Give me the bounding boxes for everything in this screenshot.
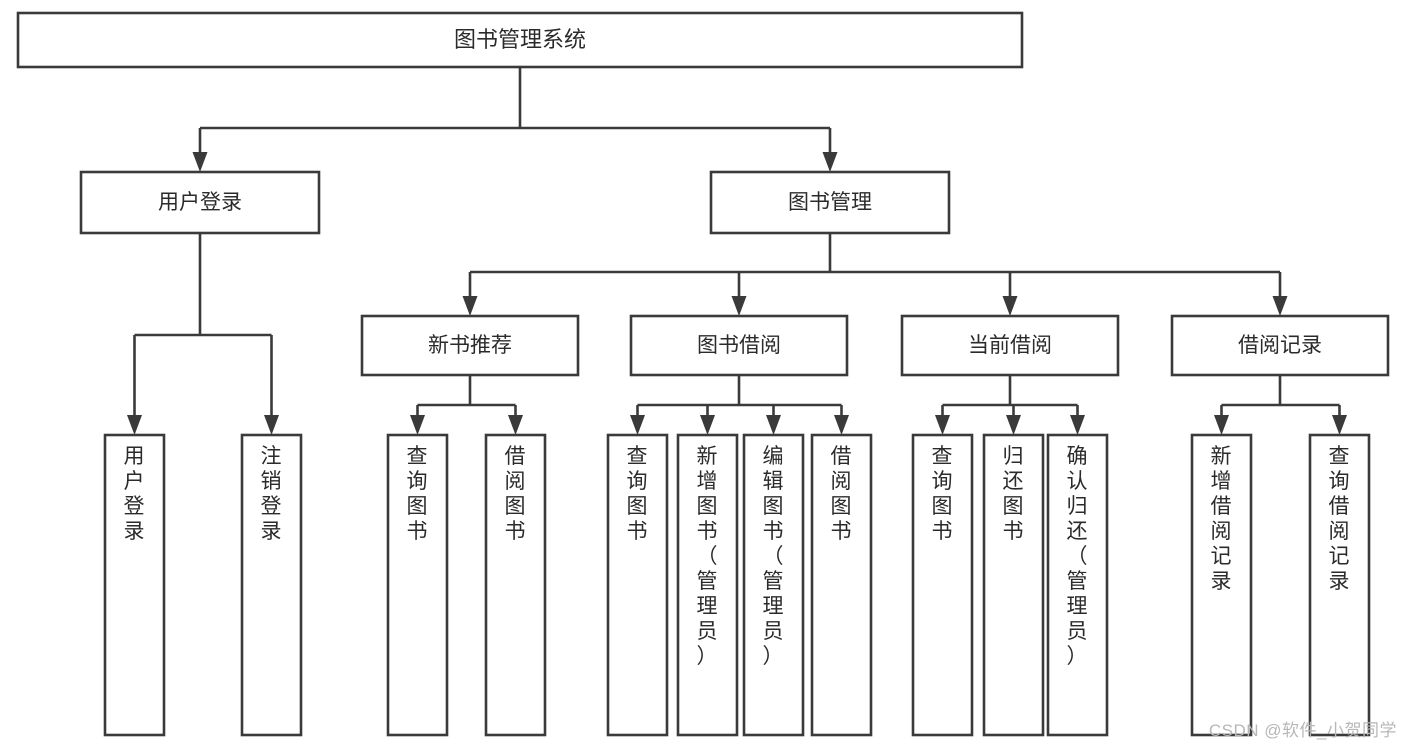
node-root[interactable]: 图书管理系统 bbox=[16, 11, 1024, 69]
node-label: 查询图书 bbox=[407, 445, 429, 543]
connector-group-bus_book_manage bbox=[462, 233, 1288, 316]
node-box[interactable] bbox=[606, 433, 669, 737]
node-label: 编辑图书（管理员） bbox=[763, 445, 785, 668]
node-box[interactable] bbox=[742, 433, 805, 737]
arrow-head-icon bbox=[1002, 296, 1018, 316]
node-label: 借阅图书 bbox=[505, 445, 527, 543]
node-box[interactable] bbox=[103, 433, 166, 737]
node-box[interactable] bbox=[709, 170, 951, 235]
node-label: 新增图书（管理员） bbox=[697, 445, 719, 668]
node-label: 用户登录 bbox=[158, 191, 242, 214]
node-l_b_edit[interactable]: 编辑图书（管理员） bbox=[742, 433, 805, 737]
node-label: 新书推荐 bbox=[428, 334, 512, 357]
node-label: 用户登录 bbox=[124, 445, 146, 543]
arrow-head-icon bbox=[264, 415, 279, 435]
node-label: 当前借阅 bbox=[968, 334, 1052, 357]
arrow-head-icon bbox=[822, 152, 838, 172]
arrow-head-icon bbox=[700, 415, 715, 435]
node-box[interactable] bbox=[16, 11, 1024, 69]
arrow-head-icon bbox=[834, 415, 849, 435]
node-box[interactable] bbox=[982, 433, 1045, 737]
node-label: 归还图书 bbox=[1003, 445, 1025, 543]
nodes-layer: 图书管理系统用户登录图书管理新书推荐图书借阅当前借阅借阅记录用户登录注销登录查询… bbox=[16, 11, 1390, 737]
node-l_c_confirm[interactable]: 确认归还（管理员） bbox=[1046, 433, 1109, 737]
arrow-head-icon bbox=[192, 152, 208, 172]
arrow-head-icon bbox=[508, 415, 523, 435]
node-box[interactable] bbox=[386, 433, 449, 737]
node-n_current[interactable]: 当前借阅 bbox=[900, 314, 1120, 377]
node-l_c_return[interactable]: 归还图书 bbox=[982, 433, 1045, 737]
arrow-head-icon bbox=[127, 415, 142, 435]
node-box[interactable] bbox=[1046, 433, 1109, 737]
node-l_b_query[interactable]: 查询图书 bbox=[606, 433, 669, 737]
connector-group-bus_records bbox=[1214, 375, 1347, 435]
node-label: 新增借阅记录 bbox=[1211, 445, 1233, 593]
node-label: 借阅记录 bbox=[1238, 334, 1322, 357]
node-n_book_manage[interactable]: 图书管理 bbox=[709, 170, 951, 235]
node-box[interactable] bbox=[900, 314, 1120, 377]
node-box[interactable] bbox=[484, 433, 547, 737]
connector-group-bus_current bbox=[935, 375, 1085, 435]
node-box[interactable] bbox=[676, 433, 739, 737]
arrow-head-icon bbox=[935, 415, 950, 435]
arrow-head-icon bbox=[1214, 415, 1229, 435]
arrow-head-icon bbox=[731, 296, 747, 316]
arrow-head-icon bbox=[410, 415, 425, 435]
node-l_r_query[interactable]: 查询借阅记录 bbox=[1308, 433, 1371, 737]
node-box[interactable] bbox=[810, 433, 873, 737]
arrow-head-icon bbox=[630, 415, 645, 435]
node-box[interactable] bbox=[911, 433, 974, 737]
arrow-head-icon bbox=[1006, 415, 1021, 435]
node-box[interactable] bbox=[360, 314, 580, 377]
node-l_logout[interactable]: 注销登录 bbox=[240, 433, 303, 737]
arrow-head-icon bbox=[462, 296, 478, 316]
arrow-head-icon bbox=[1332, 415, 1347, 435]
arrow-head-icon bbox=[1070, 415, 1085, 435]
node-l_nr_query[interactable]: 查询图书 bbox=[386, 433, 449, 737]
node-box[interactable] bbox=[240, 433, 303, 737]
node-label: 确认归还（管理员） bbox=[1067, 445, 1089, 668]
node-box[interactable] bbox=[1308, 433, 1371, 737]
node-l_c_query[interactable]: 查询图书 bbox=[911, 433, 974, 737]
node-label: 借阅图书 bbox=[831, 445, 853, 543]
arrow-head-icon bbox=[766, 415, 781, 435]
connector-group-bus_new_rec bbox=[410, 375, 523, 435]
node-l_nr_borrow[interactable]: 借阅图书 bbox=[484, 433, 547, 737]
node-label: 图书管理 bbox=[788, 191, 872, 214]
arrow-head-icon bbox=[1272, 296, 1288, 316]
node-label: 查询图书 bbox=[932, 445, 954, 543]
node-l_b_add[interactable]: 新增图书（管理员） bbox=[676, 433, 739, 737]
node-n_records[interactable]: 借阅记录 bbox=[1170, 314, 1390, 377]
connector-group-bus_borrow bbox=[630, 375, 849, 435]
connector-group-bus_user_login bbox=[127, 233, 279, 435]
node-box[interactable] bbox=[79, 170, 321, 235]
node-l_b_borrow[interactable]: 借阅图书 bbox=[810, 433, 873, 737]
node-l_user_login[interactable]: 用户登录 bbox=[103, 433, 166, 737]
connector-group-bus_root bbox=[192, 67, 838, 172]
node-label: 查询图书 bbox=[627, 445, 649, 543]
node-n_new_rec[interactable]: 新书推荐 bbox=[360, 314, 580, 377]
node-n_borrow[interactable]: 图书借阅 bbox=[629, 314, 849, 377]
node-box[interactable] bbox=[1190, 433, 1253, 737]
node-box[interactable] bbox=[1170, 314, 1390, 377]
node-label: 注销登录 bbox=[261, 445, 283, 543]
node-box[interactable] bbox=[629, 314, 849, 377]
connectors-layer bbox=[127, 67, 1347, 435]
node-n_user_login[interactable]: 用户登录 bbox=[79, 170, 321, 235]
node-label: 查询借阅记录 bbox=[1329, 445, 1351, 593]
node-l_r_add[interactable]: 新增借阅记录 bbox=[1190, 433, 1253, 737]
node-label: 图书管理系统 bbox=[454, 27, 586, 52]
node-label: 图书借阅 bbox=[697, 334, 781, 357]
